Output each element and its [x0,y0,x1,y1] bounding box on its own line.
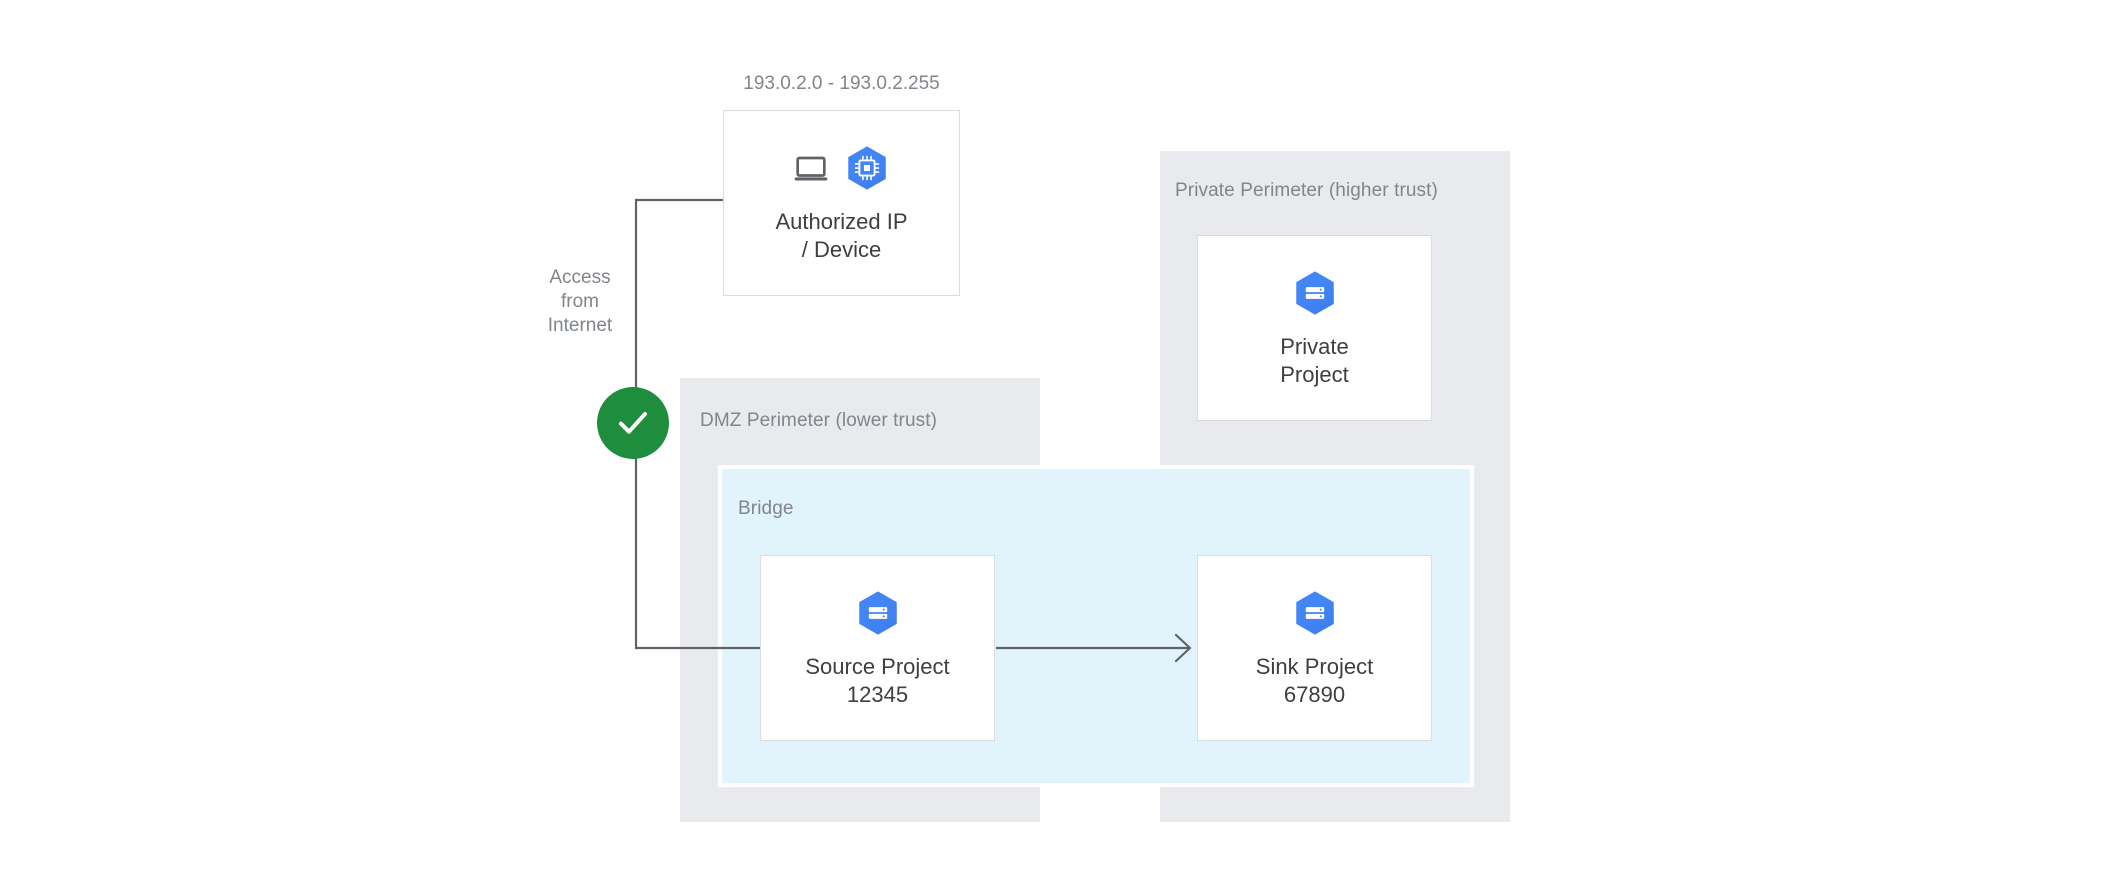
node-icon-group [1289,587,1341,639]
node-sink-project[interactable]: Sink Project 67890 [1197,555,1432,741]
node-icon-group [1289,267,1341,319]
gcp-project-icon [1295,271,1334,315]
node-authorized-ip-device[interactable]: Authorized IP / Device [723,110,960,296]
perimeter-private-label: Private Perimeter (higher trust) [1175,180,1438,201]
check-icon [619,412,647,434]
bridge-label: Bridge [738,498,794,519]
access-from-internet-label: Access from Internet [547,267,613,336]
node-authorized-ip-device-label: Authorized IP / Device [775,209,908,262]
node-icon-group [852,587,904,639]
node-source-project[interactable]: Source Project 12345 [760,555,995,741]
compute-chip-icon [847,146,886,190]
node-icon-group [791,142,893,194]
gcp-project-icon [858,591,897,635]
node-source-project-label: Source Project 12345 [805,654,950,707]
laptop-icon [794,156,827,181]
node-sink-project-label: Sink Project 67890 [1255,654,1374,707]
access-allowed-check-badge [597,387,669,459]
gcp-project-icon [1295,591,1334,635]
ip-range-caption: 193.0.2.0 - 193.0.2.255 [743,73,940,94]
node-private-project[interactable]: Private Project [1197,235,1432,421]
node-private-project-label: Private Project [1280,334,1349,387]
perimeter-dmz-label: DMZ Perimeter (lower trust) [700,410,938,431]
